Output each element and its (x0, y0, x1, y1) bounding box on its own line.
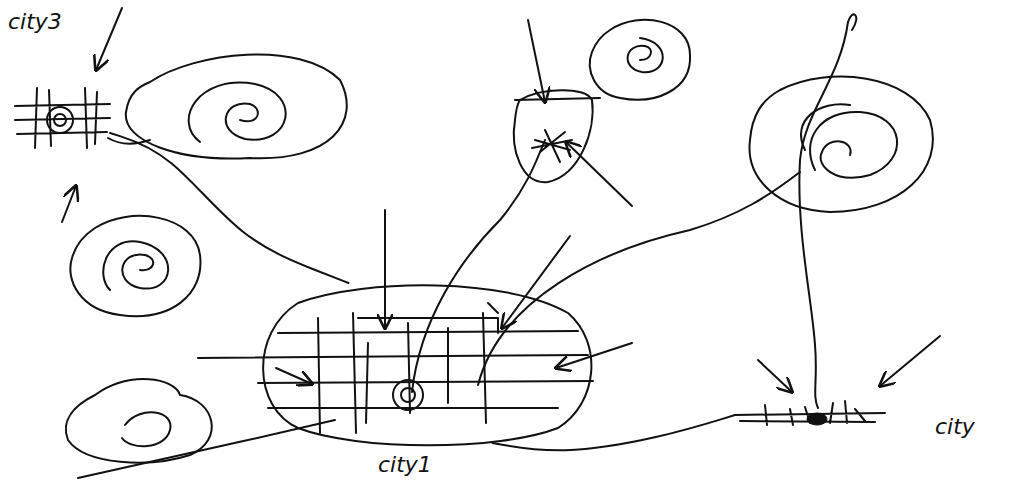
road-line (478, 172, 800, 385)
city-label: city1 (378, 453, 432, 477)
pointer-arrow (62, 8, 940, 392)
road-connector (493, 415, 736, 450)
city-cluster: city (735, 395, 885, 435)
city-label: city3 (8, 10, 62, 34)
spiral-cloud (590, 20, 690, 100)
spiral-cloud (70, 216, 200, 316)
city-label: city (935, 415, 975, 439)
city-grid: city3 (15, 88, 110, 148)
city-outline (735, 395, 885, 435)
city-outline (258, 283, 593, 443)
road-line (412, 140, 545, 392)
ground-line (78, 420, 335, 478)
road-connector (110, 133, 348, 283)
spiral-cloud (126, 54, 347, 158)
road-line (799, 14, 856, 408)
city-outline (15, 88, 110, 148)
settlement-scribble (514, 90, 600, 182)
city-blob: city1 (258, 283, 593, 443)
hill-blob (66, 379, 212, 462)
spiral-cloud (750, 77, 933, 212)
